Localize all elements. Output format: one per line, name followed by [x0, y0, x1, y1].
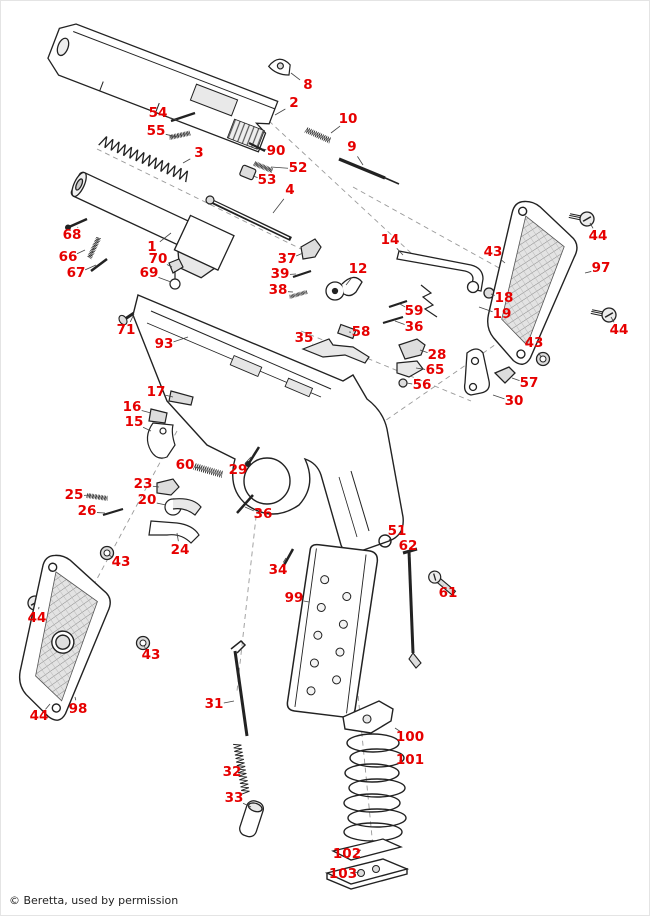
magazine-release-parts: [85, 478, 254, 544]
leader-line: [45, 703, 51, 710]
leader-line: [356, 849, 362, 853]
trigger-parts: [146, 390, 194, 459]
small-pins-center: [382, 299, 408, 325]
leader-line: [165, 133, 178, 138]
pins-and-springs-left: [65, 217, 108, 272]
leader-line: [74, 696, 77, 701]
leader-line: [223, 700, 235, 704]
leader-line: [76, 249, 86, 255]
leader-line: [388, 538, 391, 541]
leader-line: [142, 426, 152, 432]
leader-line: [490, 293, 495, 296]
hammer: [325, 276, 363, 301]
leader-line: [194, 466, 202, 469]
leader-line: [538, 352, 542, 358]
leader-line: [399, 303, 406, 308]
magazine-base-plate: [324, 858, 410, 890]
leader-line: [244, 456, 252, 464]
magazine-spring: [343, 733, 407, 842]
leader-line: [396, 248, 404, 256]
leader-line: [282, 557, 287, 563]
leader-line: [272, 198, 285, 214]
leader-line: [406, 382, 413, 385]
magazine-base-insert: [331, 838, 403, 861]
leader-line: [108, 554, 113, 558]
leader-line: [252, 175, 258, 179]
plunger-cup: [239, 800, 264, 838]
right-grip-panel: [487, 200, 578, 365]
slide: [47, 23, 279, 153]
recoil-guide-rod: [205, 195, 292, 242]
leader-line: [330, 125, 341, 134]
leader-line: [84, 264, 97, 271]
magazine-body: [286, 543, 379, 718]
leader-line: [244, 506, 255, 512]
frame-pin-34: [281, 548, 295, 568]
trigger-bar: [301, 323, 370, 364]
trigger-pin-long: [230, 639, 249, 737]
ejector-parts: [168, 258, 184, 290]
leader-line: [290, 72, 301, 81]
leader-line: [415, 367, 426, 370]
leader-line: [270, 166, 289, 169]
extractor-and-firing-pin: [304, 126, 400, 185]
frame: [132, 294, 404, 555]
front-sight: [267, 58, 291, 76]
leader-line: [262, 148, 267, 151]
slide-catch-assembly: [396, 250, 495, 318]
leader-line: [129, 313, 135, 323]
leader-line: [167, 116, 178, 121]
assembly-axis-lines: [84, 120, 542, 848]
leader-line: [296, 252, 304, 257]
leader-line: [152, 485, 160, 488]
leader-line: [143, 645, 146, 649]
trigger-spring-and-pin: [192, 446, 261, 479]
leader-line: [394, 727, 402, 733]
leader-line: [419, 349, 428, 354]
leader-line: [303, 600, 310, 603]
sear-lever: [463, 348, 516, 396]
leader-line: [159, 232, 172, 243]
leader-line: [165, 394, 174, 398]
leader-line: [176, 532, 179, 542]
barrel: [70, 171, 235, 279]
sear-parts: [396, 338, 426, 388]
leader-line: [478, 306, 493, 313]
leader-line: [589, 222, 594, 229]
leader-line: [156, 502, 167, 506]
leader-line: [242, 802, 252, 808]
copyright-credit: © Beretta, used by permission: [9, 894, 179, 907]
leader-line: [511, 377, 520, 382]
leader-line: [274, 108, 286, 116]
leader-line: [345, 277, 353, 286]
leader-line: [394, 320, 405, 325]
leader-line: [492, 394, 505, 400]
magazine-follower: [342, 700, 394, 734]
leader-line: [500, 259, 506, 264]
left-grip-panel: [18, 554, 111, 721]
hammer-strut-parts: [378, 534, 457, 669]
leader-line: [352, 871, 360, 874]
leader-line: [182, 158, 191, 164]
leader-line: [173, 336, 189, 343]
leader-line: [141, 410, 152, 414]
firing-pin-parts: [239, 142, 274, 181]
leader-line: [166, 264, 173, 268]
leader-line: [357, 156, 364, 166]
leader-line: [610, 316, 615, 323]
leader-line: [158, 277, 172, 283]
safety-lever-parts: [288, 238, 322, 300]
leader-line: [584, 271, 592, 274]
